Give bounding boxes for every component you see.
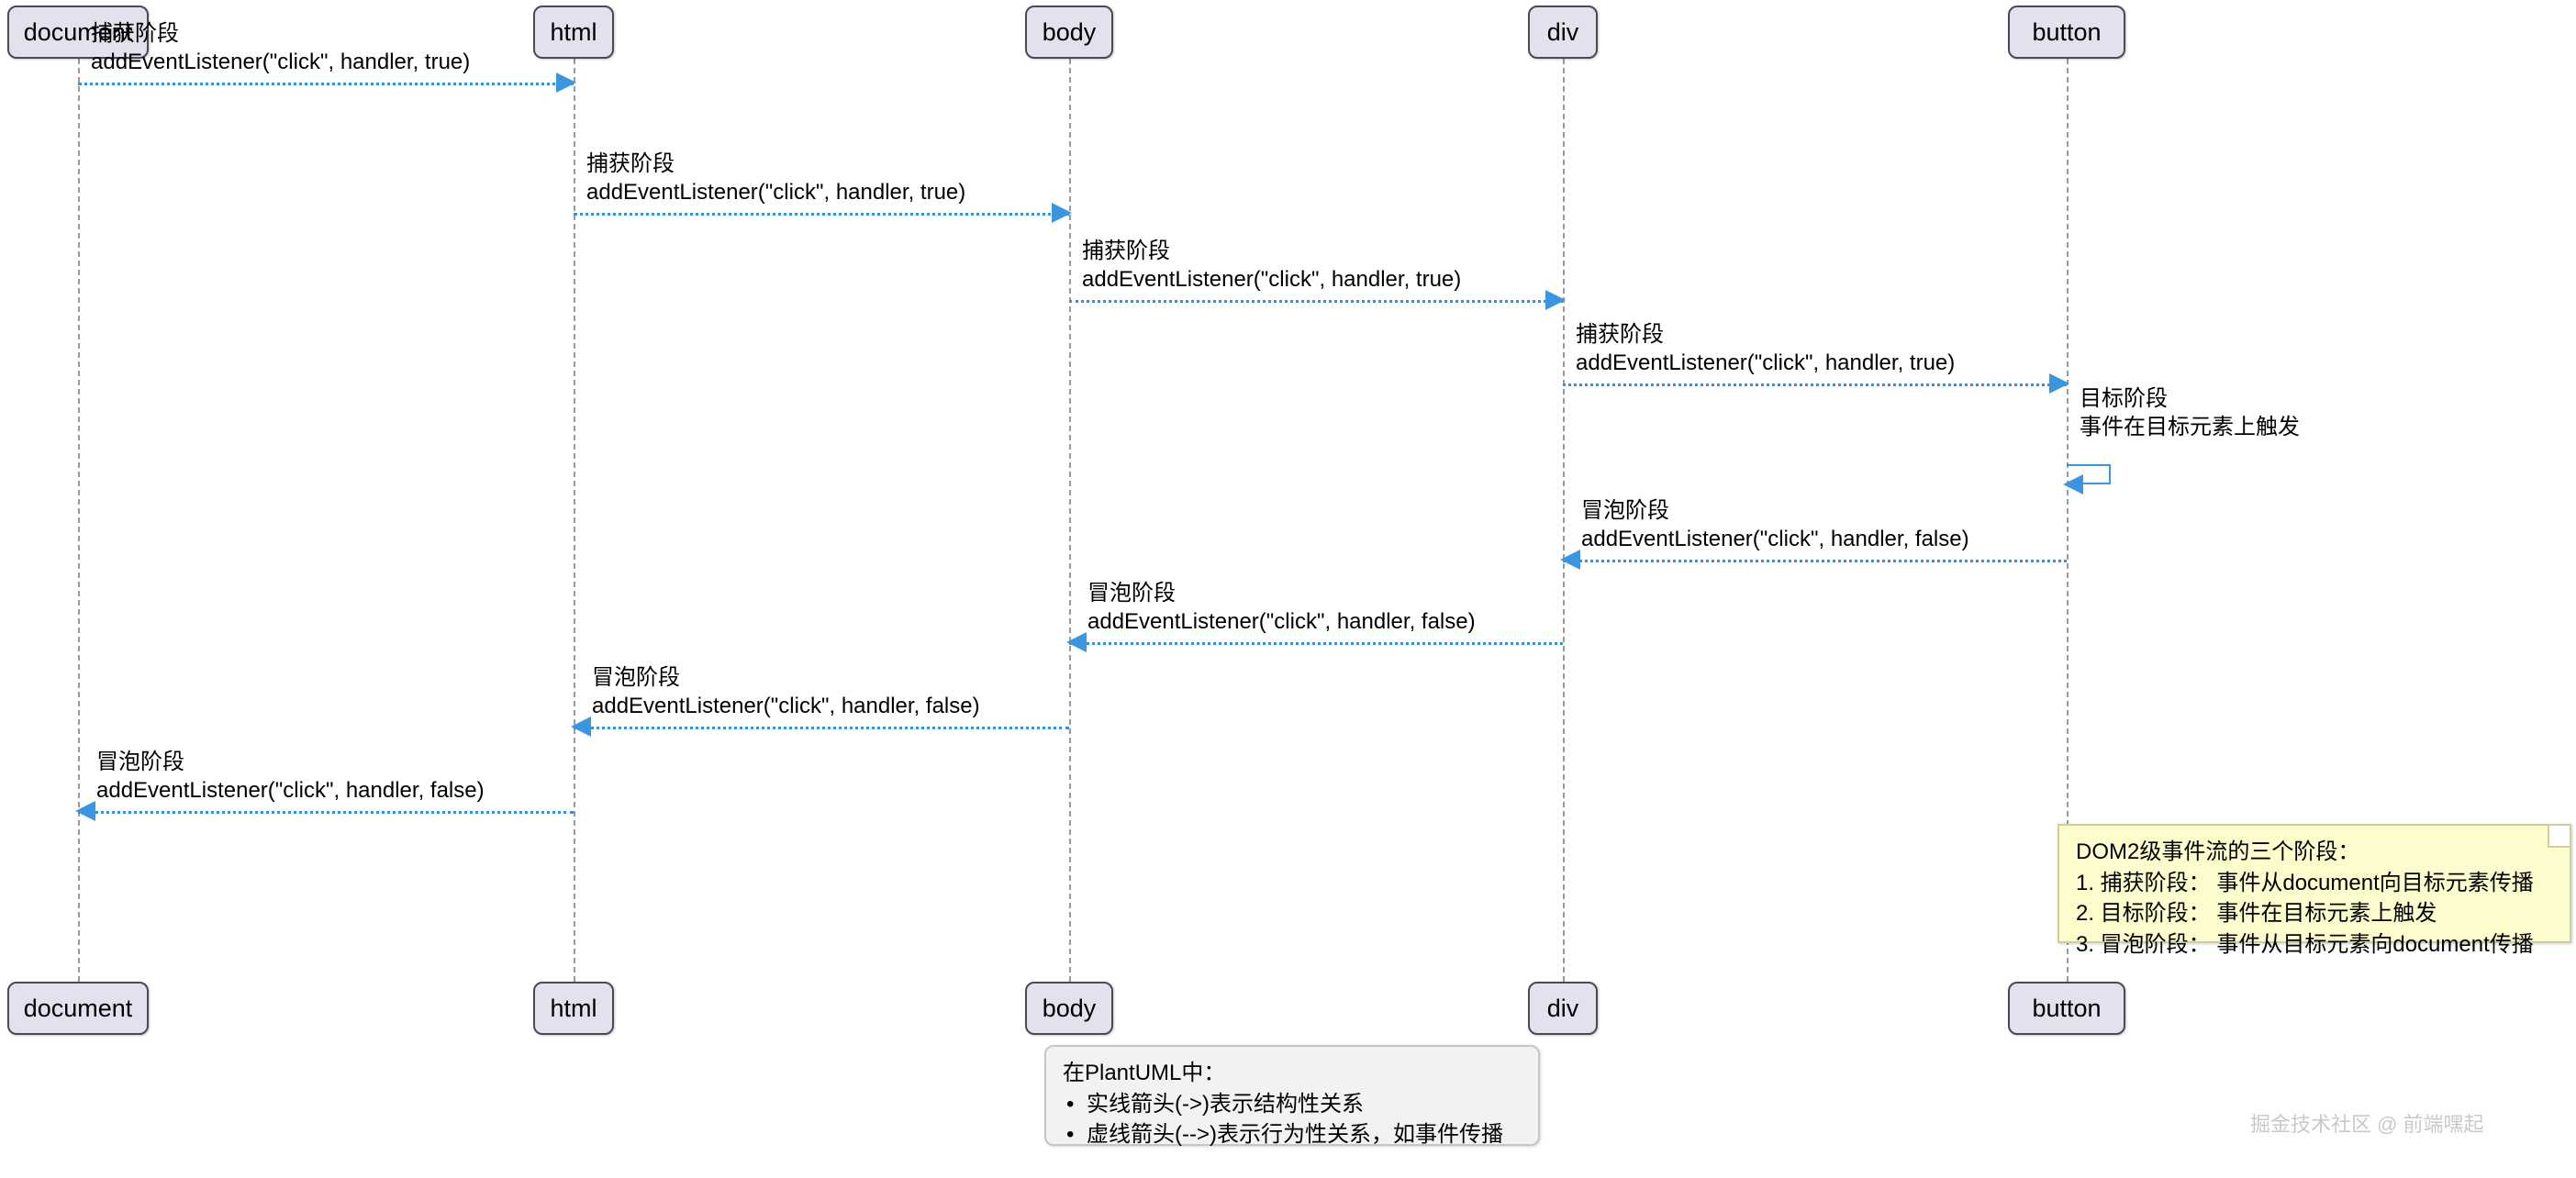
participant-label: document bbox=[23, 17, 133, 46]
message-label: 冒泡阶段 addEventListener("click", handler, … bbox=[592, 663, 980, 721]
message-phase-label: 捕获阶段 bbox=[1082, 238, 1170, 263]
message-call-label: addEventListener("click", handler, true) bbox=[1082, 267, 1462, 293]
message-call-label: addEventListener("click", handler, false… bbox=[592, 694, 980, 719]
participant-label: button bbox=[2032, 17, 2102, 46]
note-title: DOM2级事件流的三个阶段： bbox=[2076, 839, 2360, 864]
lifeline-button bbox=[2067, 59, 2069, 982]
participant-label: div bbox=[1546, 994, 1579, 1022]
message-label: 捕获阶段 addEventListener("click", handler, … bbox=[586, 150, 965, 207]
participant-label: html bbox=[550, 17, 597, 46]
message-line bbox=[574, 727, 1069, 729]
lifeline-document bbox=[78, 59, 80, 982]
message-phase-label: 冒泡阶段 bbox=[96, 749, 184, 774]
message-label: 捕获阶段 addEventListener("click", handler, … bbox=[1082, 237, 1461, 294]
message-label: 捕获阶段 addEventListener("click", handler, … bbox=[91, 19, 470, 77]
message-line bbox=[78, 811, 574, 814]
lifeline-div bbox=[1563, 59, 1565, 982]
participant-body-top[interactable]: body bbox=[1025, 6, 1113, 59]
arrowhead-right-icon bbox=[2049, 373, 2069, 394]
note-legend-item-solid: 实线箭头(->)表示结构性关系 bbox=[1066, 1089, 1522, 1120]
message-line bbox=[1069, 642, 1563, 645]
participant-html-top[interactable]: html bbox=[533, 6, 614, 59]
message-label: 冒泡阶段 addEventListener("click", handler, … bbox=[1581, 496, 1969, 554]
arrowhead-left-icon bbox=[75, 801, 95, 821]
note-item-target: 2. 目标阶段： 事件在目标元素上触发 bbox=[2076, 901, 2437, 927]
message-label: 冒泡阶段 addEventListener("click", handler, … bbox=[96, 748, 485, 806]
participant-html-bottom[interactable]: html bbox=[533, 982, 614, 1035]
message-phase-label: 冒泡阶段 bbox=[1581, 497, 1669, 523]
participant-body-bottom[interactable]: body bbox=[1025, 982, 1113, 1035]
participant-div-bottom[interactable]: div bbox=[1528, 982, 1598, 1035]
message-line bbox=[1069, 300, 1563, 303]
lifeline-html bbox=[574, 59, 575, 982]
participant-label: body bbox=[1042, 17, 1097, 46]
message-label: 捕获阶段 addEventListener("click", handler, … bbox=[1576, 320, 1955, 378]
note-dom2-event-phases: DOM2级事件流的三个阶段： 1. 捕获阶段： 事件从document向目标元素… bbox=[2057, 824, 2571, 957]
arrowhead-right-icon bbox=[1052, 203, 1072, 223]
message-call-label: addEventListener("click", handler, true) bbox=[91, 50, 471, 75]
participant-document-top[interactable]: document bbox=[7, 6, 149, 59]
participant-button-bottom[interactable]: button bbox=[2008, 982, 2125, 1035]
message-label: 冒泡阶段 addEventListener("click", handler, … bbox=[1087, 579, 1476, 637]
participant-document-bottom[interactable]: document bbox=[7, 982, 149, 1035]
note-fold-corner-icon bbox=[2548, 826, 2570, 848]
message-call-label: addEventListener("click", handler, false… bbox=[1581, 527, 1969, 552]
message-call-label: addEventListener("click", handler, true) bbox=[586, 180, 966, 206]
message-call-label: addEventListener("click", handler, false… bbox=[96, 778, 485, 804]
arrowhead-right-icon bbox=[1545, 290, 1566, 310]
note-item-capture: 1. 捕获阶段： 事件从document向目标元素传播 bbox=[2076, 870, 2534, 895]
arrowhead-right-icon bbox=[556, 72, 576, 93]
participant-label: document bbox=[23, 994, 133, 1022]
participant-div-top[interactable]: div bbox=[1528, 6, 1598, 59]
participant-label: html bbox=[550, 994, 597, 1022]
participant-label: div bbox=[1546, 17, 1579, 46]
message-line bbox=[1563, 560, 2067, 562]
participant-button-top[interactable]: button bbox=[2008, 6, 2125, 59]
message-phase-label: 捕获阶段 bbox=[1576, 321, 1664, 347]
message-phase-label: 捕获阶段 bbox=[91, 20, 179, 46]
participant-label: body bbox=[1042, 994, 1097, 1022]
message-line bbox=[1563, 383, 2067, 386]
message-phase-label: 冒泡阶段 bbox=[592, 664, 680, 690]
message-label: 目标阶段 事件在目标元素上触发 bbox=[2080, 384, 2300, 442]
watermark-text: 掘金技术社区 @ 前端嘿起 bbox=[2250, 1113, 2484, 1136]
arrowhead-left-icon bbox=[2063, 474, 2083, 495]
message-call-label: 事件在目标元素上触发 bbox=[2080, 415, 2300, 440]
message-phase-label: 冒泡阶段 bbox=[1087, 580, 1176, 606]
note-item-bubble: 3. 冒泡阶段： 事件从目标元素向document传播 bbox=[2076, 931, 2534, 957]
note-plantuml-legend: 在PlantUML中： 实线箭头(->)表示结构性关系 虚线箭头(-->)表示行… bbox=[1044, 1045, 1540, 1150]
message-line bbox=[574, 213, 1069, 216]
arrowhead-left-icon bbox=[1560, 550, 1580, 570]
lifeline-body bbox=[1069, 59, 1071, 982]
participant-label: button bbox=[2032, 994, 2102, 1022]
message-line bbox=[78, 83, 574, 85]
note-legend-item-dotted: 虚线箭头(-->)表示行为性关系，如事件传播 bbox=[1066, 1119, 1522, 1150]
message-call-label: addEventListener("click", handler, false… bbox=[1087, 609, 1476, 635]
message-phase-label: 捕获阶段 bbox=[586, 150, 675, 176]
arrowhead-left-icon bbox=[1066, 632, 1087, 652]
message-phase-label: 目标阶段 bbox=[2080, 385, 2168, 411]
self-message-loop bbox=[2067, 464, 2111, 484]
note-legend-list: 实线箭头(->)表示结构性关系 虚线箭头(-->)表示行为性关系，如事件传播 bbox=[1063, 1089, 1522, 1150]
arrowhead-left-icon bbox=[571, 717, 591, 737]
message-call-label: addEventListener("click", handler, true) bbox=[1576, 350, 1956, 376]
note-title: 在PlantUML中： bbox=[1063, 1061, 1226, 1085]
